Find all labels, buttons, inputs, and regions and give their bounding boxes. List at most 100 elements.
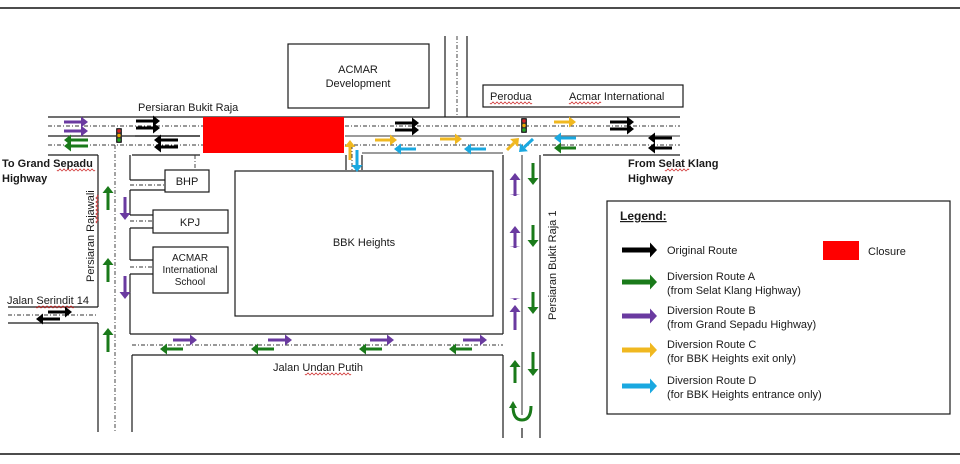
arrow-original-route [610,116,634,128]
legend-arrow-icon [622,242,657,258]
legend-sublabel: (for BBK Heights exit only) [667,353,796,365]
arrow-route-a [251,343,274,355]
legend-sublabel: (from Selat Klang Highway) [667,285,801,297]
legend-label: Original Route [667,245,737,257]
legend-label: Diversion Route C [667,339,756,351]
road-north-junction [444,36,468,117]
closure-area [203,117,344,153]
legend-item-route-d: Diversion Route D (for BBK Heights entran… [622,375,822,401]
arrow-route-a [554,142,576,154]
arrow-route-a [359,343,382,355]
arrow-original-route [395,117,419,129]
arrow-route-a [102,258,114,282]
arrow-original-route [48,306,72,318]
direction-label-to-grand-sepadu-1: To Grand Sepadu [2,158,93,170]
arrow-route-a [102,186,114,210]
acmar-development-label-1: ACMAR [338,64,378,76]
building-bhp [164,169,210,193]
legend-item-route-a: Diversion Route A (from Selat Klang Highw… [622,271,801,297]
road-service-lanes [130,145,363,275]
acmar-school-label-1: ACMAR [172,253,208,264]
direction-label-from-selat-klang-1: From Selat Klang [628,158,718,170]
legend-item-original: Original Route [622,242,737,258]
arrow-route-b [509,226,521,248]
direction-label-from-selat-klang-2: Highway [628,173,674,185]
arrow-route-a [449,343,472,355]
arrow-original-route [154,134,178,146]
building-kpj [152,209,229,234]
arrow-route-a [527,352,539,376]
bbk-heights-label: BBK Heights [333,237,396,249]
building-acmar-international-school [152,246,229,294]
bhp-label: BHP [176,176,199,188]
road-jalan-undan-putih [130,333,503,356]
legend-arrow-icon [622,378,657,394]
road-persiaran-bukit-raja [48,116,680,156]
legend-item-route-b: Diversion Route B(from Grand Sepadu High… [622,305,816,331]
legend-label: Diversion Route A [667,271,756,283]
legend-closure-label: Closure [868,246,906,258]
arrow-route-b [370,334,394,346]
arrow-original-route [648,142,672,154]
arrow-original-route [154,141,178,153]
arrow-route-b [64,125,88,137]
arrow-route-d [394,143,416,155]
arrow-original-route [136,122,160,134]
arrow-route-b [119,276,131,299]
arrow-route-a [527,292,539,314]
arrow-route-c [440,133,462,145]
arrow-route-b [463,334,487,346]
arrow-route-c [554,116,576,128]
arrow-route-d [519,137,535,152]
spellcheck-underlines [35,101,690,376]
legend-arrow-icon [622,274,657,290]
road-persiaran-rajawali [97,145,133,432]
road-label-persiaran-bukit-raja: Persiaran Bukit Raja [138,102,239,114]
arrow-original-route [36,313,60,325]
arrow-route-c [505,138,519,152]
building-perodua-acmar-international [482,84,684,108]
arrow-route-a [509,360,521,383]
arrow-route-b [119,197,131,220]
road-jalan-serindit-14 [8,306,98,324]
legend-arrow-icon [622,308,657,324]
arrow-route-a [527,163,539,185]
arrow-original-route [136,115,160,127]
arrow-route-d [351,150,363,172]
arrow-route-b [509,305,521,330]
traffic-light-icon [116,128,122,143]
arrow-route-b [173,334,197,346]
arrow-route-b [509,173,521,195]
acmar-development-label-2: Development [326,78,391,90]
arrow-route-c [344,140,356,160]
arrow-route-a [102,328,114,352]
legend-closure-swatch [823,241,859,260]
building-bbk-heights [234,170,494,317]
arrow-original-route [610,123,634,135]
road-label-persiaran-bukit-raja-1: Persiaran Bukit Raja 1 [547,211,559,320]
road-label-jalan-undan-putih: Jalan Undan Putih [273,362,363,374]
legend-item-route-c: Diversion Route C (for BBK Heights exit o… [622,339,796,365]
route-arrows [36,115,672,383]
kpj-label: KPJ [180,217,200,229]
arrow-route-a [64,140,88,152]
traffic-light-icon [521,118,527,133]
arrow-original-route [648,132,672,144]
perodua-label: Perodua [490,91,532,103]
u-turn-arrow-route-a [509,401,533,422]
arrow-original-route [395,124,419,136]
acmar-school-label-2: International [162,265,217,276]
arrow-route-d [464,143,486,155]
arrow-route-b [509,298,521,300]
arrow-route-c [375,134,397,146]
legend-label: Diversion Route D [667,375,756,387]
road-persiaran-bukit-raja-1 [502,155,541,438]
legend-box [606,200,951,415]
legend-title: Legend: [620,209,667,223]
arrow-route-d [554,132,576,144]
arrow-route-b [268,334,292,346]
legend-sublabel: (from Grand Sepadu Highway) [667,319,816,331]
legend-sublabel: (for BBK Heights entrance only) [667,389,822,401]
